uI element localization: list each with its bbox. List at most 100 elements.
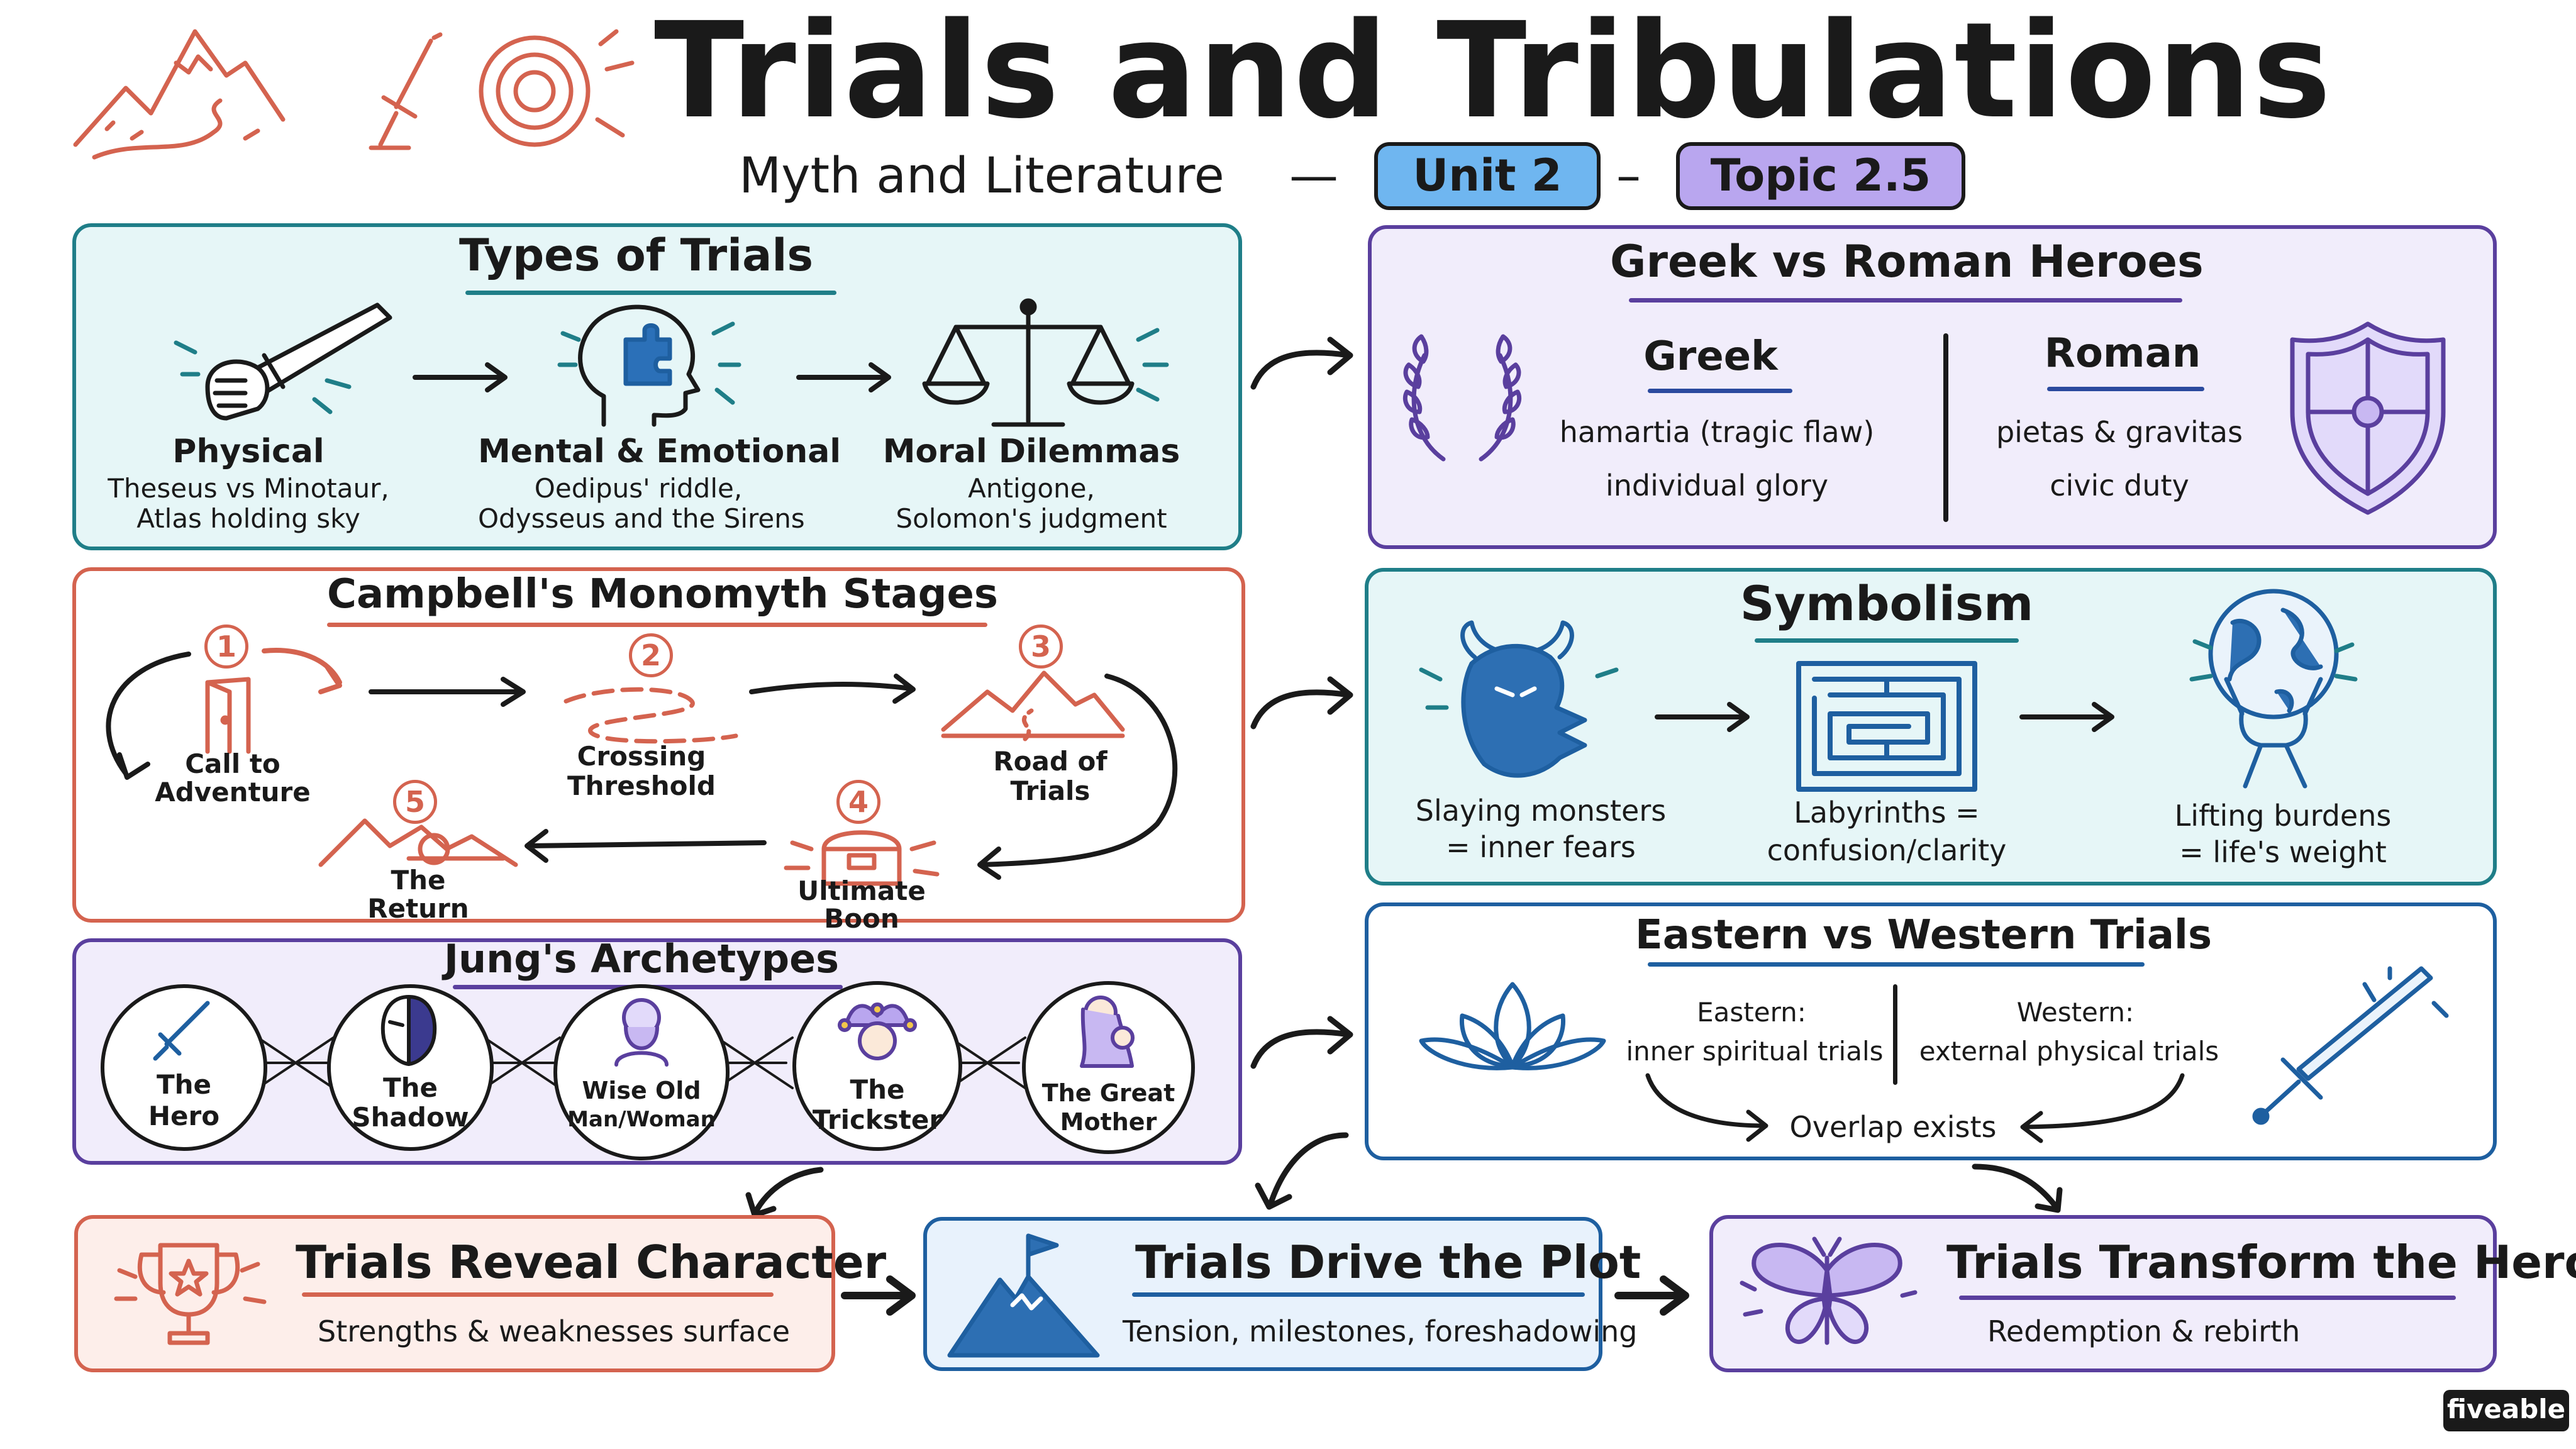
types-of-trials-title: Types of Trials xyxy=(459,230,814,281)
brand-logo: fiveable xyxy=(2443,1390,2569,1431)
stage-3-label-1: Road of xyxy=(993,746,1108,777)
western-heading: Western: xyxy=(2016,997,2135,1028)
stage-number-2: 2 xyxy=(629,633,673,677)
arrow-right-icon xyxy=(1248,327,1362,399)
greek-underline xyxy=(1648,389,1792,393)
outcome-1-desc: Strengths & weaknesses surface xyxy=(318,1314,791,1348)
archetype-1-line-1: The xyxy=(156,1069,212,1100)
lotus-icon xyxy=(1409,972,1616,1087)
title-underline xyxy=(465,291,836,295)
outcome-3-desc: Redemption & rebirth xyxy=(1987,1314,2301,1348)
outcome-2-desc: Tension, milestones, foreshadowing xyxy=(1123,1314,1638,1348)
roman-line-2: civic duty xyxy=(2050,469,2189,502)
trial-moral-desc-1: Antigone, xyxy=(968,473,1095,504)
symbol-1-line-1: Slaying monsters xyxy=(1415,794,1667,828)
stage-2-label-2: Threshold xyxy=(567,770,716,801)
archetype-5-line-1: The Great xyxy=(1041,1079,1175,1107)
archetype-1-line-2: Hero xyxy=(148,1101,220,1131)
title-underline xyxy=(1132,1292,1585,1297)
return-mountains-icon xyxy=(314,805,522,877)
stage-4-label-1: Ultimate xyxy=(797,875,926,906)
title-underline xyxy=(1959,1296,2456,1300)
stage-number-3: 3 xyxy=(1019,625,1063,669)
archetypes-title: Jung's Archetypes xyxy=(443,936,840,982)
arrow-right-icon xyxy=(1248,667,1362,738)
stage-number-5: 5 xyxy=(393,780,437,824)
title-underline xyxy=(1629,298,2182,303)
topic-badge: Topic 2.5 xyxy=(1676,142,1965,210)
overlap-label: Overlap exists xyxy=(1789,1110,1997,1144)
outcome-3-title: Trials Transform the Hero xyxy=(1946,1236,2576,1289)
trial-moral-label: Moral Dilemmas xyxy=(882,433,1180,470)
stage-1-label-2: Adventure xyxy=(155,777,311,808)
arrow-right-icon xyxy=(1654,698,1755,738)
scales-icon xyxy=(918,296,1182,436)
archetype-4-line-2: Trickster xyxy=(812,1104,943,1135)
trial-moral-desc-2: Solomon's judgment xyxy=(896,503,1167,534)
page-title: Trials and Tribulations xyxy=(654,0,2333,148)
winding-path-icon xyxy=(553,679,742,751)
stage-number-4: 4 xyxy=(836,780,880,824)
symbol-1-line-2: = inner fears xyxy=(1446,830,1636,864)
trophy-icon xyxy=(110,1233,267,1361)
symbolism-title: Symbolism xyxy=(1740,575,2034,631)
shield-icon xyxy=(2286,318,2450,521)
eastern-heading: Eastern: xyxy=(1697,997,1806,1028)
western-desc: external physical trials xyxy=(1919,1036,2219,1067)
archetype-hero-circle xyxy=(101,984,267,1151)
trial-physical-label: Physical xyxy=(172,433,325,470)
symbol-2-line-1: Labyrinths = xyxy=(1794,796,1980,830)
divider xyxy=(1893,984,1897,1085)
labyrinth-icon xyxy=(1796,660,1978,795)
stage-2-label-1: Crossing xyxy=(577,741,706,772)
trial-mental-label: Mental & Emotional xyxy=(478,433,841,470)
arrow-right-icon xyxy=(412,358,513,399)
arrow-down-icon xyxy=(1252,1129,1352,1219)
atlas-globe-icon xyxy=(2170,585,2377,795)
title-underline xyxy=(302,1292,774,1297)
butterfly-icon xyxy=(1736,1233,1918,1361)
mother-child-icon xyxy=(1069,991,1151,1072)
monomyth-cycle-arrows xyxy=(106,648,1178,880)
roman-line-1: pietas & gravitas xyxy=(1996,415,2243,449)
summit-flag-icon xyxy=(947,1230,1104,1367)
greek-heading: Greek xyxy=(1643,333,1778,380)
stage-4-label-2: Boon xyxy=(824,903,899,934)
trial-physical-desc-2: Atlas holding sky xyxy=(136,503,360,534)
archetype-3-line-1: Wise Old xyxy=(582,1077,701,1104)
outcome-1-title: Trials Reveal Character xyxy=(296,1236,887,1289)
mountain-path-icon xyxy=(69,19,296,166)
stage-5-label-2: Return xyxy=(367,893,469,924)
stage-1-label-1: Call to xyxy=(185,748,280,779)
wise-elder-icon xyxy=(607,992,676,1070)
greek-line-1: hamartia (tragic flaw) xyxy=(1559,415,1875,449)
outcome-2-title: Trials Drive the Plot xyxy=(1135,1236,1641,1289)
western-sword-icon xyxy=(2239,965,2453,1131)
jester-icon xyxy=(833,991,921,1069)
overlap-arrows xyxy=(1645,1073,2185,1143)
archetype-2-line-2: Shadow xyxy=(352,1102,469,1133)
mask-icon xyxy=(371,994,447,1072)
subtitle-dash-2: – xyxy=(1616,148,1641,204)
minotaur-monster-icon xyxy=(1415,619,1623,792)
door-icon xyxy=(201,673,258,757)
trial-physical-desc-1: Theseus vs Minotaur, xyxy=(108,473,389,504)
arrow-right-icon xyxy=(1613,1270,1695,1323)
east-west-panel xyxy=(1365,902,2497,1160)
monomyth-title: Campbell's Monomyth Stages xyxy=(327,571,998,618)
laurel-wreath-icon xyxy=(1387,318,1538,477)
eastern-desc: inner spiritual trials xyxy=(1626,1036,1884,1067)
sword-icon xyxy=(148,997,217,1069)
unit-badge: Unit 2 xyxy=(1374,142,1601,210)
stage-number-1: 1 xyxy=(204,625,248,669)
title-underline xyxy=(1755,638,2019,643)
subtitle-dash-1: — xyxy=(1289,148,1338,204)
divider xyxy=(1943,333,1948,522)
arrow-down-icon xyxy=(1968,1157,2069,1223)
archetype-4-line-1: The xyxy=(850,1074,905,1105)
arrow-down-icon xyxy=(742,1163,830,1223)
sword-fist-icon xyxy=(170,292,402,440)
stage-3-label-2: Trials xyxy=(1010,775,1091,806)
arrow-right-icon xyxy=(840,1270,921,1323)
archetype-3-line-2: Man/Woman xyxy=(567,1107,716,1132)
